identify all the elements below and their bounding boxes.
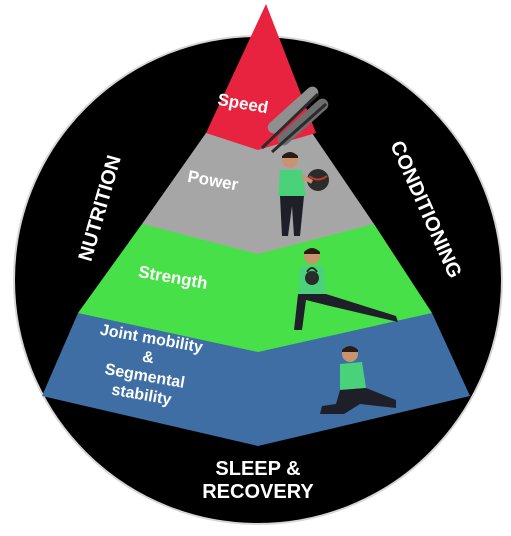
tier-power [142,133,374,254]
barbell-rollers-icon [260,86,329,154]
mobility-athlete-figure [320,346,396,414]
kettlebell-icon [305,271,319,285]
ring-label-recovery: RECOVERY [202,481,314,503]
ring-label-sleep: SLEEP & [215,458,300,480]
tier-label-foundation-line2: & [141,348,156,367]
power-athlete-figure [278,152,329,236]
tier-strength [78,224,432,352]
tier-foundation [42,313,470,446]
strength-athlete-figure [294,248,398,330]
